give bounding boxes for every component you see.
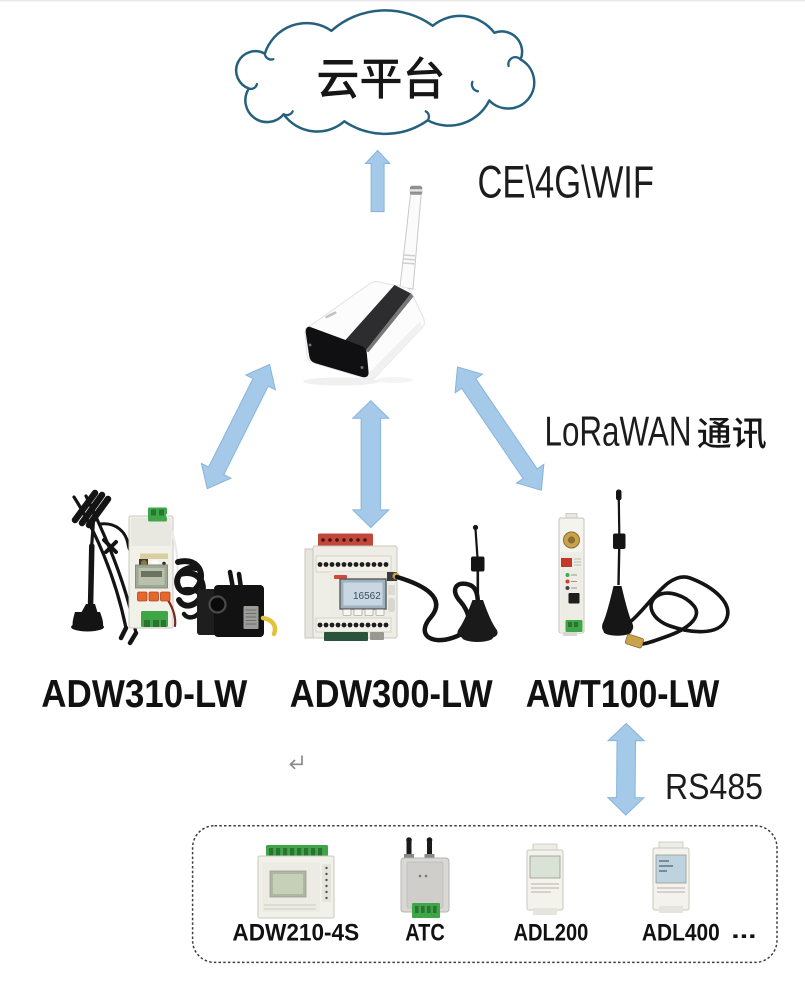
svg-text:ADW300-LW: ADW300-LW xyxy=(290,673,493,716)
svg-text:ATC: ATC xyxy=(405,920,445,947)
svg-text:ADL200: ADL200 xyxy=(514,920,589,947)
svg-text:RS485: RS485 xyxy=(665,766,763,807)
svg-text:LoRaWAN: LoRaWAN xyxy=(545,407,692,454)
svg-text:ADL400: ADL400 xyxy=(642,920,720,947)
svg-text:AWT100-LW: AWT100-LW xyxy=(526,673,720,716)
svg-text:16562: 16562 xyxy=(353,591,381,602)
svg-text:ADW210-4S: ADW210-4S xyxy=(232,920,359,947)
svg-text:ADW310-LW: ADW310-LW xyxy=(41,673,247,716)
svg-text:CE\4G\WIF: CE\4G\WIF xyxy=(478,157,655,208)
svg-text:...: ... xyxy=(731,917,756,944)
